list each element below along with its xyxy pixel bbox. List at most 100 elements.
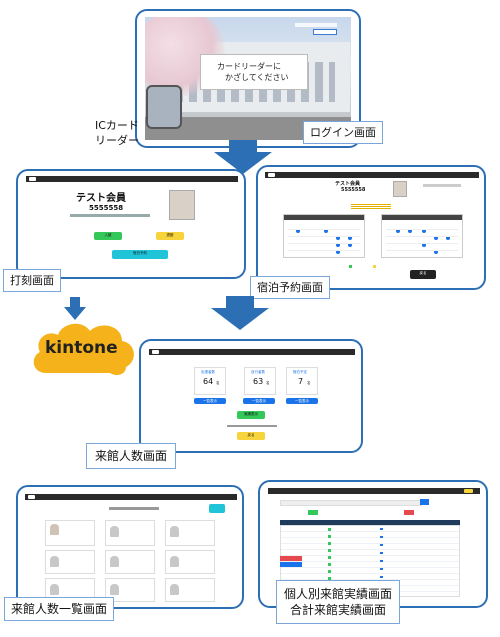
dakoku-member-id: 5555558 bbox=[89, 204, 124, 212]
calendar-left-grid bbox=[288, 223, 360, 255]
member-avatar-placeholder bbox=[170, 584, 179, 595]
member-avatar-placeholder bbox=[50, 584, 59, 595]
raikan-list-caption: 来館人数一覧画面 bbox=[4, 597, 115, 621]
shukuhaku-topbar bbox=[265, 172, 479, 178]
stat-card-self: 自行者数 63 名 bbox=[244, 367, 276, 395]
jisseki-caption: 個人別来館実績画面 合計来館実績画面 bbox=[276, 580, 401, 624]
calendar-left bbox=[283, 214, 365, 258]
shukuhaku-member-name: テスト会員 bbox=[335, 181, 361, 187]
jisseki-topbar bbox=[268, 488, 480, 494]
jisseki-col-marks bbox=[380, 528, 383, 592]
dakoku-detail-line bbox=[70, 214, 150, 217]
member-card[interactable] bbox=[165, 578, 215, 602]
dakoku-screen-frame: テスト会員 5555558 入館 退館 宿泊予約 bbox=[16, 169, 246, 279]
calendar-right bbox=[381, 214, 463, 258]
dakoku-back-chip[interactable] bbox=[29, 177, 36, 181]
jisseki-tab-green[interactable] bbox=[308, 510, 318, 515]
dakoku-out-label: 退館 bbox=[166, 233, 174, 237]
shukuhaku-note-top bbox=[423, 184, 461, 187]
jisseki-tab-red[interactable] bbox=[404, 510, 414, 515]
member-card[interactable] bbox=[105, 520, 155, 546]
dakoku-member-name: テスト会員 bbox=[76, 193, 126, 204]
raikan-caption: 来館人数画面 bbox=[86, 443, 177, 469]
calendar-right-header bbox=[382, 215, 462, 220]
dakoku-in-label: 入館 bbox=[104, 233, 112, 237]
jisseki-filter-row bbox=[280, 500, 422, 506]
list-button-1[interactable]: 一覧表示 bbox=[194, 398, 226, 404]
member-photo bbox=[50, 524, 59, 535]
raikan-list-back-chip[interactable] bbox=[28, 495, 35, 499]
stat2-label: 自行者数 bbox=[251, 370, 265, 374]
shukuhaku-notice bbox=[351, 204, 391, 210]
raikan-screen-frame: 出張者数 64 名 自行者数 63 名 宿泊予定 7 名 一覧表示 一覧表示 一… bbox=[139, 339, 363, 453]
member-avatar-placeholder bbox=[110, 556, 119, 567]
shukuhaku-return-label: 戻る bbox=[419, 271, 427, 275]
raikan-list-topbar bbox=[25, 494, 237, 500]
raikan-list-settings-button[interactable] bbox=[209, 504, 225, 513]
member-card[interactable] bbox=[165, 550, 215, 574]
raikan-return-button[interactable]: 戻る bbox=[237, 432, 265, 440]
dakoku-in-button[interactable]: 入館 bbox=[94, 232, 122, 240]
shukuhaku-screen: テスト会員 5555558 bbox=[265, 172, 479, 282]
raikan-topbar bbox=[149, 349, 355, 355]
dakoku-reserve-label: 宿泊予約 bbox=[133, 251, 147, 255]
list-button-3[interactable]: 一覧表示 bbox=[286, 398, 318, 404]
member-card[interactable] bbox=[45, 550, 95, 574]
dakoku-out-button[interactable]: 退館 bbox=[156, 232, 184, 240]
login-header-text bbox=[295, 23, 337, 27]
legend-yellow bbox=[373, 265, 376, 268]
jisseki-search-button[interactable] bbox=[420, 499, 429, 505]
shukuhaku-screen-frame: テスト会員 5555558 bbox=[256, 165, 486, 290]
login-header-button[interactable] bbox=[313, 29, 337, 35]
dakoku-reserve-button[interactable]: 宿泊予約 bbox=[112, 250, 168, 259]
calendar-left-header bbox=[284, 215, 364, 220]
jisseki-close-chip[interactable] bbox=[464, 489, 473, 493]
jisseki-table-header bbox=[280, 520, 460, 525]
raikan-screen: 出張者数 64 名 自行者数 63 名 宿泊予定 7 名 一覧表示 一覧表示 一… bbox=[149, 349, 355, 449]
list-button-2[interactable]: 一覧表示 bbox=[243, 398, 275, 404]
kintone-logo bbox=[33, 323, 134, 375]
shukuhaku-caption: 宿泊予約画面 bbox=[250, 276, 330, 299]
jisseki-button[interactable]: 実績表示 bbox=[237, 411, 265, 419]
dakoku-photo bbox=[169, 190, 195, 220]
login-prompt-box: カードリーダーに かざしてください bbox=[200, 54, 308, 90]
stat1-label: 出張者数 bbox=[201, 370, 215, 374]
calendar-right-grid bbox=[386, 223, 458, 255]
ground bbox=[145, 117, 351, 140]
member-card[interactable] bbox=[165, 520, 215, 546]
shukuhaku-back-chip[interactable] bbox=[268, 173, 275, 177]
stat2-unit: 名 bbox=[266, 381, 270, 385]
member-avatar-placeholder bbox=[110, 584, 119, 595]
arrow-to-raikan bbox=[211, 296, 269, 330]
dakoku-screen: テスト会員 5555558 入館 退館 宿泊予約 bbox=[26, 176, 238, 272]
member-avatar-placeholder bbox=[170, 556, 179, 567]
stat2-value: 63 bbox=[253, 377, 264, 386]
shukuhaku-photo bbox=[393, 181, 407, 197]
jisseki-row-highlight bbox=[280, 556, 302, 561]
login-caption: ログイン画面 bbox=[303, 121, 383, 144]
list-button-1-label: 一覧表示 bbox=[203, 399, 217, 403]
jisseki-row-highlight bbox=[280, 562, 302, 567]
stat-card-visitors: 出張者数 64 名 bbox=[194, 367, 226, 395]
raikan-list-heading bbox=[109, 507, 159, 510]
shukuhaku-return-button[interactable]: 戻る bbox=[410, 270, 436, 279]
ic-card-reader bbox=[146, 85, 182, 129]
jisseki-caption-line2: 合計来館実績画面 bbox=[290, 603, 387, 617]
member-avatar-placeholder bbox=[170, 526, 179, 537]
stat1-unit: 名 bbox=[216, 381, 220, 385]
stat3-value: 7 bbox=[298, 377, 304, 386]
kintone-label: kintone bbox=[45, 338, 118, 358]
raikan-back-chip[interactable] bbox=[152, 350, 159, 354]
jisseki-caption-line1: 個人別来館実績画面 bbox=[284, 587, 393, 601]
arrow-login-down bbox=[214, 140, 272, 174]
legend-green bbox=[349, 265, 352, 268]
stat-card-stay: 宿泊予定 7 名 bbox=[286, 367, 318, 395]
stat3-label: 宿泊予定 bbox=[293, 370, 307, 374]
member-card[interactable] bbox=[105, 550, 155, 574]
stat1-value: 64 bbox=[203, 377, 214, 386]
login-prompt-line2: かざしてください bbox=[225, 73, 289, 82]
list-button-2-label: 一覧表示 bbox=[252, 399, 266, 403]
member-avatar-placeholder bbox=[110, 526, 119, 537]
dakoku-caption: 打刻画面 bbox=[3, 269, 61, 292]
member-card[interactable] bbox=[45, 520, 95, 546]
